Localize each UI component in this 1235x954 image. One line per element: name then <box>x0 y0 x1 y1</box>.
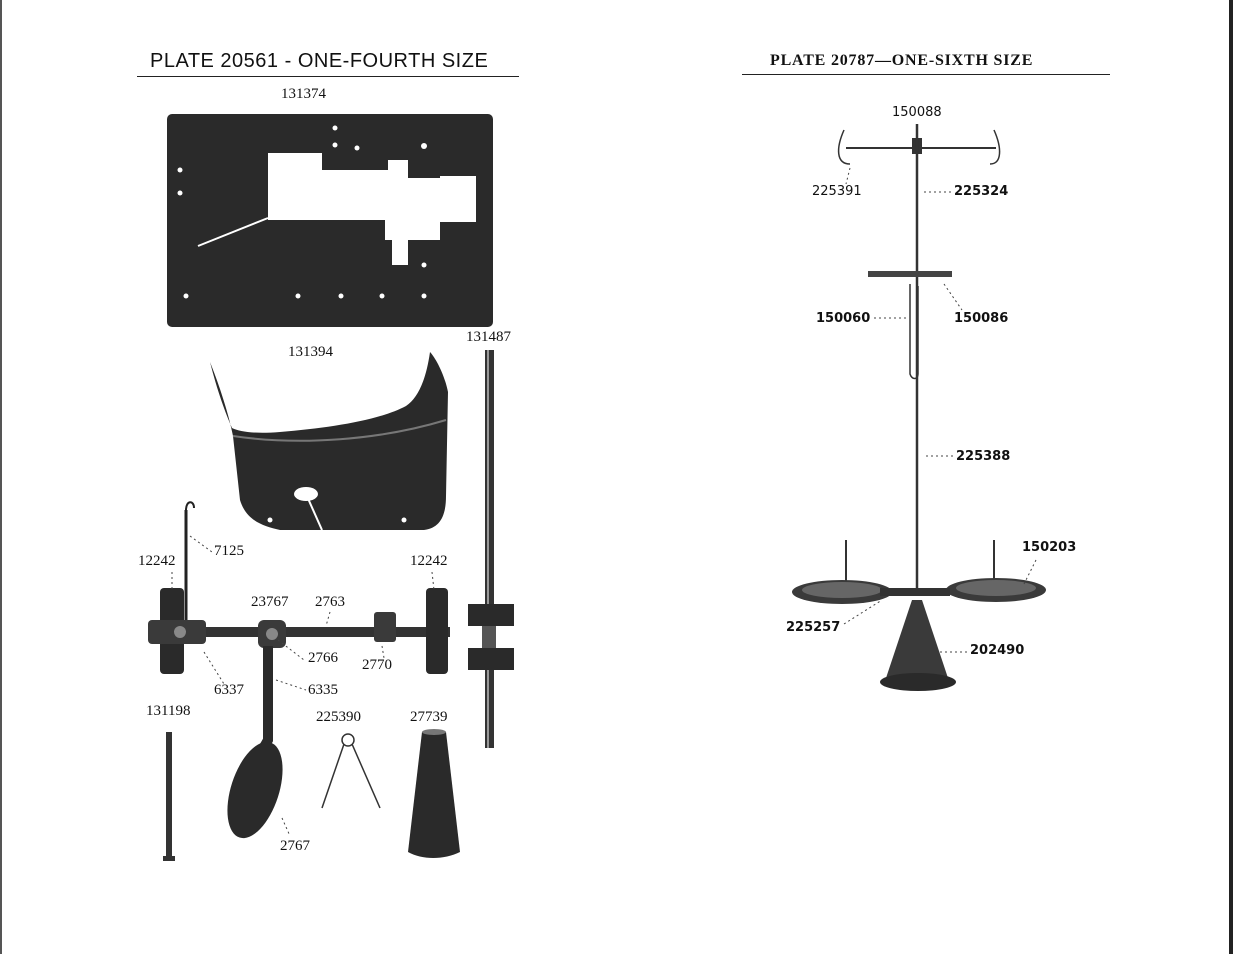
label-7125: 7125 <box>214 543 244 559</box>
label-2766: 2766 <box>308 650 338 666</box>
pin-131198 <box>163 732 175 861</box>
left-title-rule <box>137 76 519 77</box>
left-plate-title: PLATE 20561 - ONE-FOURTH SIZE <box>150 50 489 72</box>
label-2770: 2770 <box>362 657 392 673</box>
bed-plate-131374 <box>167 114 493 327</box>
knee-pad-2767 <box>227 646 283 839</box>
label-12242-left: 12242 <box>138 553 176 569</box>
page-edge-right <box>1229 0 1233 954</box>
rod-131487 <box>468 350 514 748</box>
label-131198: 131198 <box>146 703 191 719</box>
label-225257: 225257 <box>786 620 841 635</box>
cone-27739 <box>408 729 460 858</box>
label-150088: 150088 <box>892 105 942 120</box>
label-131394: 131394 <box>288 344 333 360</box>
label-23767: 23767 <box>251 594 289 610</box>
knee-bar-assembly <box>148 588 450 674</box>
label-150086: 150086 <box>954 311 1009 326</box>
label-6335: 6335 <box>308 682 338 698</box>
spring-225390 <box>321 733 381 809</box>
label-202490: 202490 <box>970 643 1025 658</box>
right-title-rule <box>742 74 1110 75</box>
drip-pan-131394 <box>210 352 448 531</box>
label-150060: 150060 <box>816 311 871 326</box>
right-plate-title: PLATE 20787—ONE-SIXTH SIZE <box>770 52 1034 69</box>
label-2763: 2763 <box>315 594 345 610</box>
label-225324: 225324 <box>954 184 1009 199</box>
label-150203: 150203 <box>1022 540 1077 555</box>
hook-7125 <box>184 501 195 640</box>
label-27739: 27739 <box>410 709 448 725</box>
label-225388: 225388 <box>956 449 1011 464</box>
label-2767: 2767 <box>280 838 310 854</box>
label-225390: 225390 <box>316 709 361 725</box>
label-12242-right: 12242 <box>410 553 448 569</box>
label-225391: 225391 <box>812 184 862 199</box>
label-131487: 131487 <box>466 329 511 345</box>
thread-stand <box>792 124 1046 691</box>
page-edge-left <box>0 0 2 954</box>
label-6337: 6337 <box>214 682 244 698</box>
label-131374: 131374 <box>281 86 326 102</box>
